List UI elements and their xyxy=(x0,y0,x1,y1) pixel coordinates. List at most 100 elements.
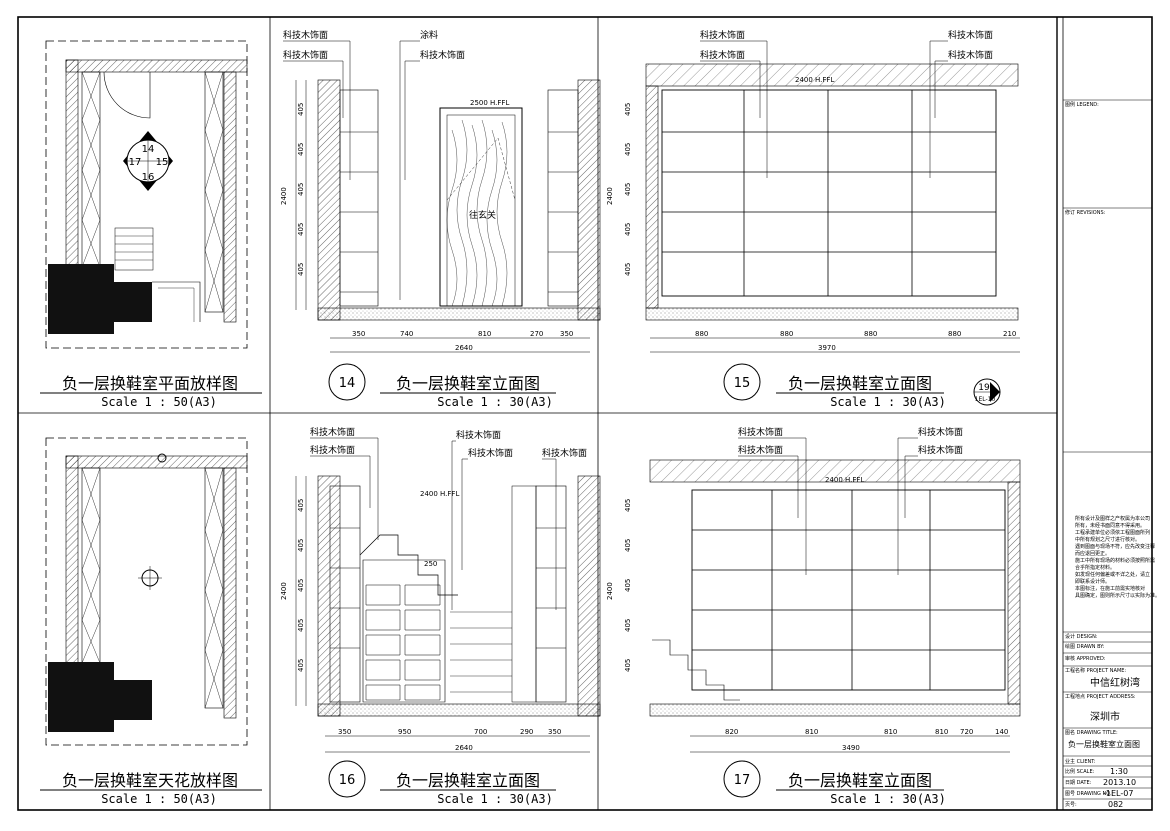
panel-ceiling: 负一层换鞋室天花放样图 Scale 1 : 50(A3) xyxy=(40,437,262,806)
drawing-label: 审核 APPROVED: xyxy=(1065,655,1106,662)
panel6-number: 17 xyxy=(734,773,751,788)
drawing-label: 科技木饰面 xyxy=(738,444,783,456)
drawing-label: 修订 REVISIONS: xyxy=(1065,209,1106,216)
drawing-label: 2400 H.FFL xyxy=(825,476,864,484)
drawing-label: 设计 DESIGN: xyxy=(1065,633,1098,640)
drawing-label: 2640 xyxy=(455,344,473,352)
panel-elev-16: 科技木饰面 科技木饰面 科技木饰面 科技木饰面 科技木饰面 250 2400 H… xyxy=(280,426,601,806)
drawing-label: 405 xyxy=(297,659,305,672)
panel3-scale: Scale 1 : 30(A3) xyxy=(830,395,946,409)
drawing-label: 405 xyxy=(624,263,632,276)
drawing-label: 405 xyxy=(297,263,305,276)
drawing-label: 日期 DATE: xyxy=(1065,780,1092,786)
panel2-number: 14 xyxy=(339,376,356,391)
drawing-label: 科技木饰面 xyxy=(456,429,501,441)
panel-plan: 14 17 15 16 负一层换鞋室平面放样图 Scale 1 : 50(A3) xyxy=(40,40,262,409)
drawing-label: 810 xyxy=(805,728,818,736)
drawing-label: 科技木饰面 xyxy=(700,29,745,41)
drawing-label: 405 xyxy=(297,539,305,552)
drawing-label: 720 xyxy=(960,728,973,736)
vdims-14: 405 405 405 405 405 xyxy=(297,103,305,276)
drawing-label: 2400 xyxy=(606,187,614,205)
drawing-label: 290 xyxy=(520,728,533,736)
drawing-label: 本图标注，在施工前需实地核对 xyxy=(1075,585,1145,592)
drawing-label: 科技木饰面 xyxy=(420,49,465,61)
drawing-label: 业主 CLIENT: xyxy=(1065,758,1096,765)
drawing-label: 810 xyxy=(935,728,948,736)
drawing-label: 比例 SCALE: xyxy=(1065,768,1095,775)
drawing-label: 中所有规划之尺寸进行核对。 xyxy=(1075,536,1140,543)
panel4-scale: Scale 1 : 50(A3) xyxy=(101,792,217,806)
drawing-label: 250 xyxy=(424,560,437,568)
drawing-number: -1EL-07 xyxy=(1103,789,1133,798)
drawing-label: 施工中所有现场的材料必须按照所需 xyxy=(1075,557,1155,564)
drawing-label: 2400 H.FFL xyxy=(795,76,834,84)
project-address: 深圳市 xyxy=(1090,710,1120,723)
drawing-label: 而应退回更正。 xyxy=(1075,550,1110,557)
drawing-label: 405 xyxy=(297,223,305,236)
drawing-label: 科技木饰面 xyxy=(283,49,328,61)
drawing-label: 科技木饰面 xyxy=(948,49,993,61)
drawing-label: 图例 LEGEND: xyxy=(1065,101,1099,108)
drawing-label: 页号: xyxy=(1065,802,1077,808)
drawing-label: 图号 DRAWING NO.: xyxy=(1065,791,1114,797)
drawing-label: 工程名称 PROJECT NAME: xyxy=(1065,667,1126,674)
drawing-label: 350 xyxy=(548,728,561,736)
drawing-label: 2400 xyxy=(606,582,614,600)
panel-elev-15: 科技木饰面 科技木饰面 科技木饰面 科技木饰面 2400 H.FFL 2400 … xyxy=(606,29,1020,409)
panel2-scale: Scale 1 : 30(A3) xyxy=(437,395,553,409)
panel3-title: 负一层换鞋室立面图 xyxy=(788,374,932,393)
drawing-title: 负一层换鞋室立面图 xyxy=(1068,739,1140,749)
panel3-number: 15 xyxy=(734,376,751,391)
index-14: 14 xyxy=(142,144,155,155)
drawing-label: 350 xyxy=(338,728,351,736)
drawing-label: 880 xyxy=(864,330,877,338)
elevation-index-marker: 14 17 15 16 xyxy=(123,131,173,191)
drawing-label: 涂料 xyxy=(420,29,438,41)
drawing-label: 2400 H.FFL xyxy=(420,490,459,498)
index-15: 15 xyxy=(156,157,169,168)
drawing-label: 270 xyxy=(530,330,543,338)
drawing-label: 所有设计及图样之产权属为本公司 xyxy=(1075,515,1150,522)
panel1-title: 负一层换鞋室平面放样图 xyxy=(62,374,238,393)
drawing-label: 810 xyxy=(884,728,897,736)
drawing-label: 405 xyxy=(297,103,305,116)
drawing-label: 1EL-10 xyxy=(975,396,996,403)
panel6-scale: Scale 1 : 30(A3) xyxy=(830,792,946,806)
drawing-label: 405 xyxy=(624,499,632,512)
sheet-date: 2013.10 xyxy=(1103,778,1136,787)
panel5-scale: Scale 1 : 30(A3) xyxy=(437,792,553,806)
drawing-label: 405 xyxy=(297,579,305,592)
drawing-label: 遇到图面与现场不符，应先改变注释 xyxy=(1075,543,1155,550)
panel-elev-17: 科技木饰面 科技木饰面 科技木饰面 科技木饰面 2400 H.FFL 2400 … xyxy=(606,426,1021,806)
panel6-title: 负一层换鞋室立面图 xyxy=(788,771,932,790)
drawing-label: 405 xyxy=(624,223,632,236)
drawing-label: 2400 xyxy=(280,582,288,600)
drawing-label: 3490 xyxy=(842,744,860,752)
drawing-label: 700 xyxy=(474,728,487,736)
drawing-label: 140 xyxy=(995,728,1008,736)
drawing-label: 405 xyxy=(624,183,632,196)
panel4-title: 负一层换鞋室天花放样图 xyxy=(62,771,238,790)
drawing-label: 如发现任何偏差或不详之处，请立 xyxy=(1075,571,1150,578)
page-number: 082 xyxy=(1108,800,1123,809)
drawing-label: 工程承建单位必须依工程图面所列 xyxy=(1075,529,1150,536)
drawing-label: 科技木饰面 xyxy=(738,426,783,438)
drawing-label: 即联系设计师。 xyxy=(1075,578,1110,585)
drawing-label: 210 xyxy=(1003,330,1016,338)
drawing-label: 405 xyxy=(624,619,632,632)
door-note: 往玄关 xyxy=(469,209,496,221)
drawing-label: 科技木饰面 xyxy=(948,29,993,41)
panel2-title: 负一层换鞋室立面图 xyxy=(396,374,540,393)
sheet-scale: 1:30 xyxy=(1110,767,1128,776)
drawing-label: 科技木饰面 xyxy=(918,444,963,456)
drawing-label: 810 xyxy=(478,330,491,338)
drawing-label: 合乎所指定材料。 xyxy=(1075,564,1115,571)
drawing-label: 2640 xyxy=(455,744,473,752)
drawing-label: 405 xyxy=(624,539,632,552)
drawing-label: 405 xyxy=(297,183,305,196)
drawing-label: 740 xyxy=(400,330,413,338)
drawing-label: 科技木饰面 xyxy=(310,444,355,456)
